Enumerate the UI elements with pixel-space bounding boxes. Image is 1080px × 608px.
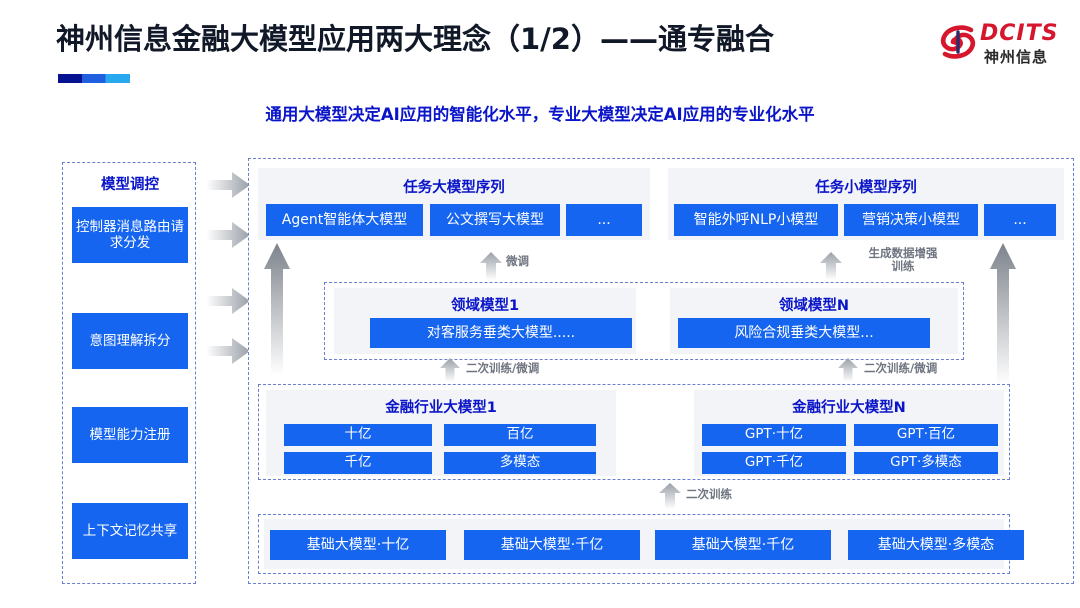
left-item-controller-routing[interactable]: 控制器消息路由请求分发 <box>72 207 188 263</box>
industry-model-n-title: 金融行业大模型N <box>792 400 906 416</box>
domain-model-1-title: 领域模型1 <box>450 298 520 314</box>
industry-box-1-multimodal[interactable]: 多模态 <box>444 452 596 474</box>
task-small-model-title: 任务小模型序列 <box>815 180 917 196</box>
base-box-trillion-1[interactable]: 基础大模型·千亿 <box>464 530 640 560</box>
data-aug-label: 生成数据增强 训练 <box>868 246 938 273</box>
retrain-finetune-label-right: 二次训练/微调 <box>864 361 938 375</box>
base-box-trillion-2[interactable]: 基础大模型·千亿 <box>655 530 831 560</box>
model-control-column: 模型调控 控制器消息路由请求分发 意图理解拆分 模型能力注册 上下文记忆共享 <box>62 162 196 584</box>
task-box-nlp-outbound[interactable]: 智能外呼NLP小模型 <box>674 204 838 236</box>
retrain-arrow <box>659 483 681 509</box>
feed-arrow-1 <box>206 172 250 198</box>
tall-arrow-right <box>990 243 1016 385</box>
finetune-arrow-left <box>480 252 502 280</box>
page-title: 神州信息金融大模型应用两大理念（1/2）——通专融合 <box>56 22 774 56</box>
tall-arrow-left <box>264 243 290 375</box>
industry-box-1-billion[interactable]: 十亿 <box>284 424 432 446</box>
domain-box-risk-compliance[interactable]: 风险合规垂类大模型... <box>678 318 930 348</box>
feed-arrow-3 <box>206 288 250 314</box>
task-box-more-right[interactable]: ... <box>984 204 1056 236</box>
industry-model-1-title: 金融行业大模型1 <box>385 400 497 416</box>
data-aug-arrow <box>820 252 842 280</box>
title-underline-accent <box>58 74 130 83</box>
left-item-intent-parsing[interactable]: 意图理解拆分 <box>72 313 188 369</box>
page-header: 神州信息金融大模型应用两大理念（1/2）——通专融合 DCITS 神州信息 通用… <box>0 0 1080 140</box>
task-box-doc-writing[interactable]: 公文撰写大模型 <box>430 204 560 236</box>
page-subtitle: 通用大模型决定AI应用的智能化水平，专业大模型决定AI应用的专业化水平 <box>265 105 815 124</box>
industry-box-1-trillion[interactable]: 千亿 <box>284 452 432 474</box>
retrain-finetune-arrow-left <box>440 358 460 382</box>
base-box-billion[interactable]: 基础大模型·十亿 <box>270 530 446 560</box>
logo-text-cn: 神州信息 <box>984 48 1049 66</box>
task-box-marketing-decision[interactable]: 营销决策小模型 <box>844 204 978 236</box>
industry-box-n-gpt-multimodal[interactable]: GPT·多模态 <box>854 452 998 474</box>
domain-model-n-title: 领域模型N <box>778 298 850 314</box>
feed-arrow-4 <box>206 338 250 364</box>
left-item-context-memory[interactable]: 上下文记忆共享 <box>72 503 188 559</box>
industry-box-n-gpt-tenbillion[interactable]: GPT·百亿 <box>854 424 998 446</box>
dcits-logo: DCITS 神州信息 <box>938 18 1068 76</box>
industry-box-n-gpt-billion[interactable]: GPT·十亿 <box>702 424 846 446</box>
retrain-label: 二次训练 <box>686 487 732 501</box>
feed-arrow-2 <box>206 222 250 248</box>
industry-box-1-tenbillion[interactable]: 百亿 <box>444 424 596 446</box>
industry-box-n-gpt-trillion[interactable]: GPT·千亿 <box>702 452 846 474</box>
finetune-label-left: 微调 <box>506 254 529 268</box>
retrain-finetune-label-left: 二次训练/微调 <box>466 361 540 375</box>
task-box-more-left[interactable]: ... <box>566 204 642 236</box>
logo-text-en: DCITS <box>980 21 1059 46</box>
retrain-finetune-arrow-right <box>838 358 858 382</box>
dcits-swirl-icon <box>940 25 976 59</box>
left-item-capability-registry[interactable]: 模型能力注册 <box>72 407 188 463</box>
domain-box-customer-service[interactable]: 对客服务垂类大模型..... <box>370 318 632 348</box>
task-large-model-title: 任务大模型序列 <box>403 180 505 196</box>
base-box-multimodal[interactable]: 基础大模型·多模态 <box>848 530 1024 560</box>
model-control-title: 模型调控 <box>101 177 159 193</box>
task-box-agent[interactable]: Agent智能体大模型 <box>266 204 423 236</box>
